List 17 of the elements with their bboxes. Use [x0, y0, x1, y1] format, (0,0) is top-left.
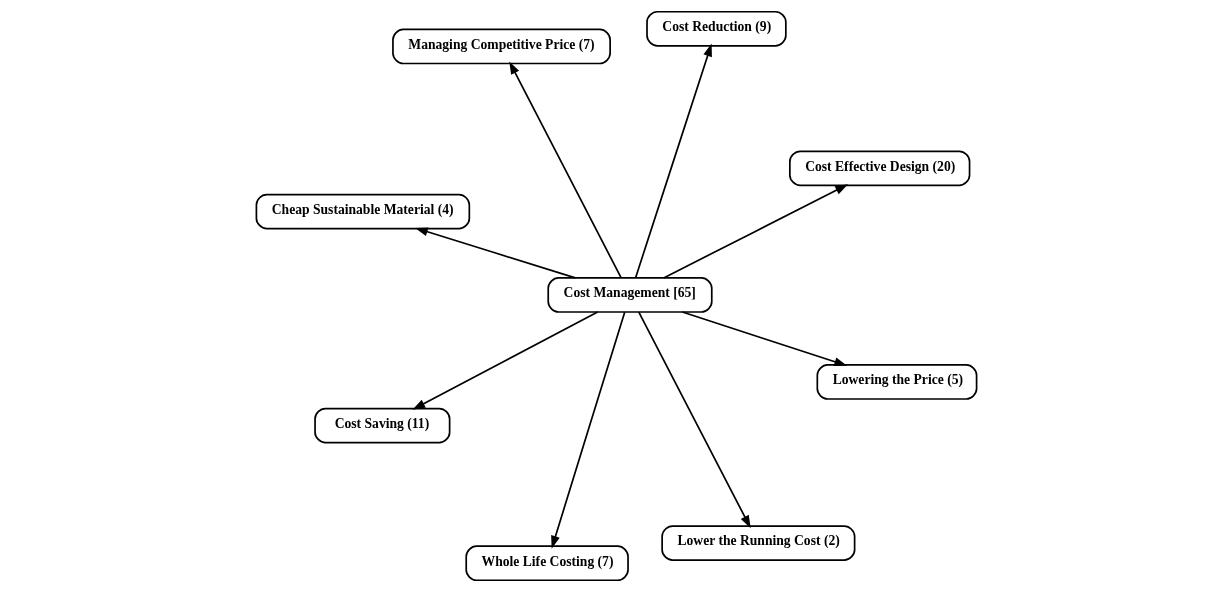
arrow: [681, 311, 847, 366]
arrow: [662, 184, 848, 279]
node-box: Cost Effective Design (20): [788, 150, 970, 187]
node-box: Managing Competitive Price (7): [391, 28, 611, 65]
arrow: [411, 311, 598, 410]
node-box: Cost Management [65]: [546, 277, 713, 313]
node-box: Lower the Running Cost (2): [660, 525, 855, 561]
node-box: Whole Life Costing (7): [464, 545, 629, 582]
node-box: Cost Reduction (9): [645, 10, 787, 47]
node-box: Cost Saving (11): [313, 407, 450, 444]
node-box: Cheap Sustainable Material (4): [255, 193, 470, 230]
arrow: [414, 227, 576, 279]
node-box: Lowering the Price (5): [815, 364, 977, 400]
arrow: [508, 61, 622, 279]
arrow: [637, 311, 751, 529]
arrow: [550, 311, 626, 549]
arrow: [634, 43, 712, 279]
